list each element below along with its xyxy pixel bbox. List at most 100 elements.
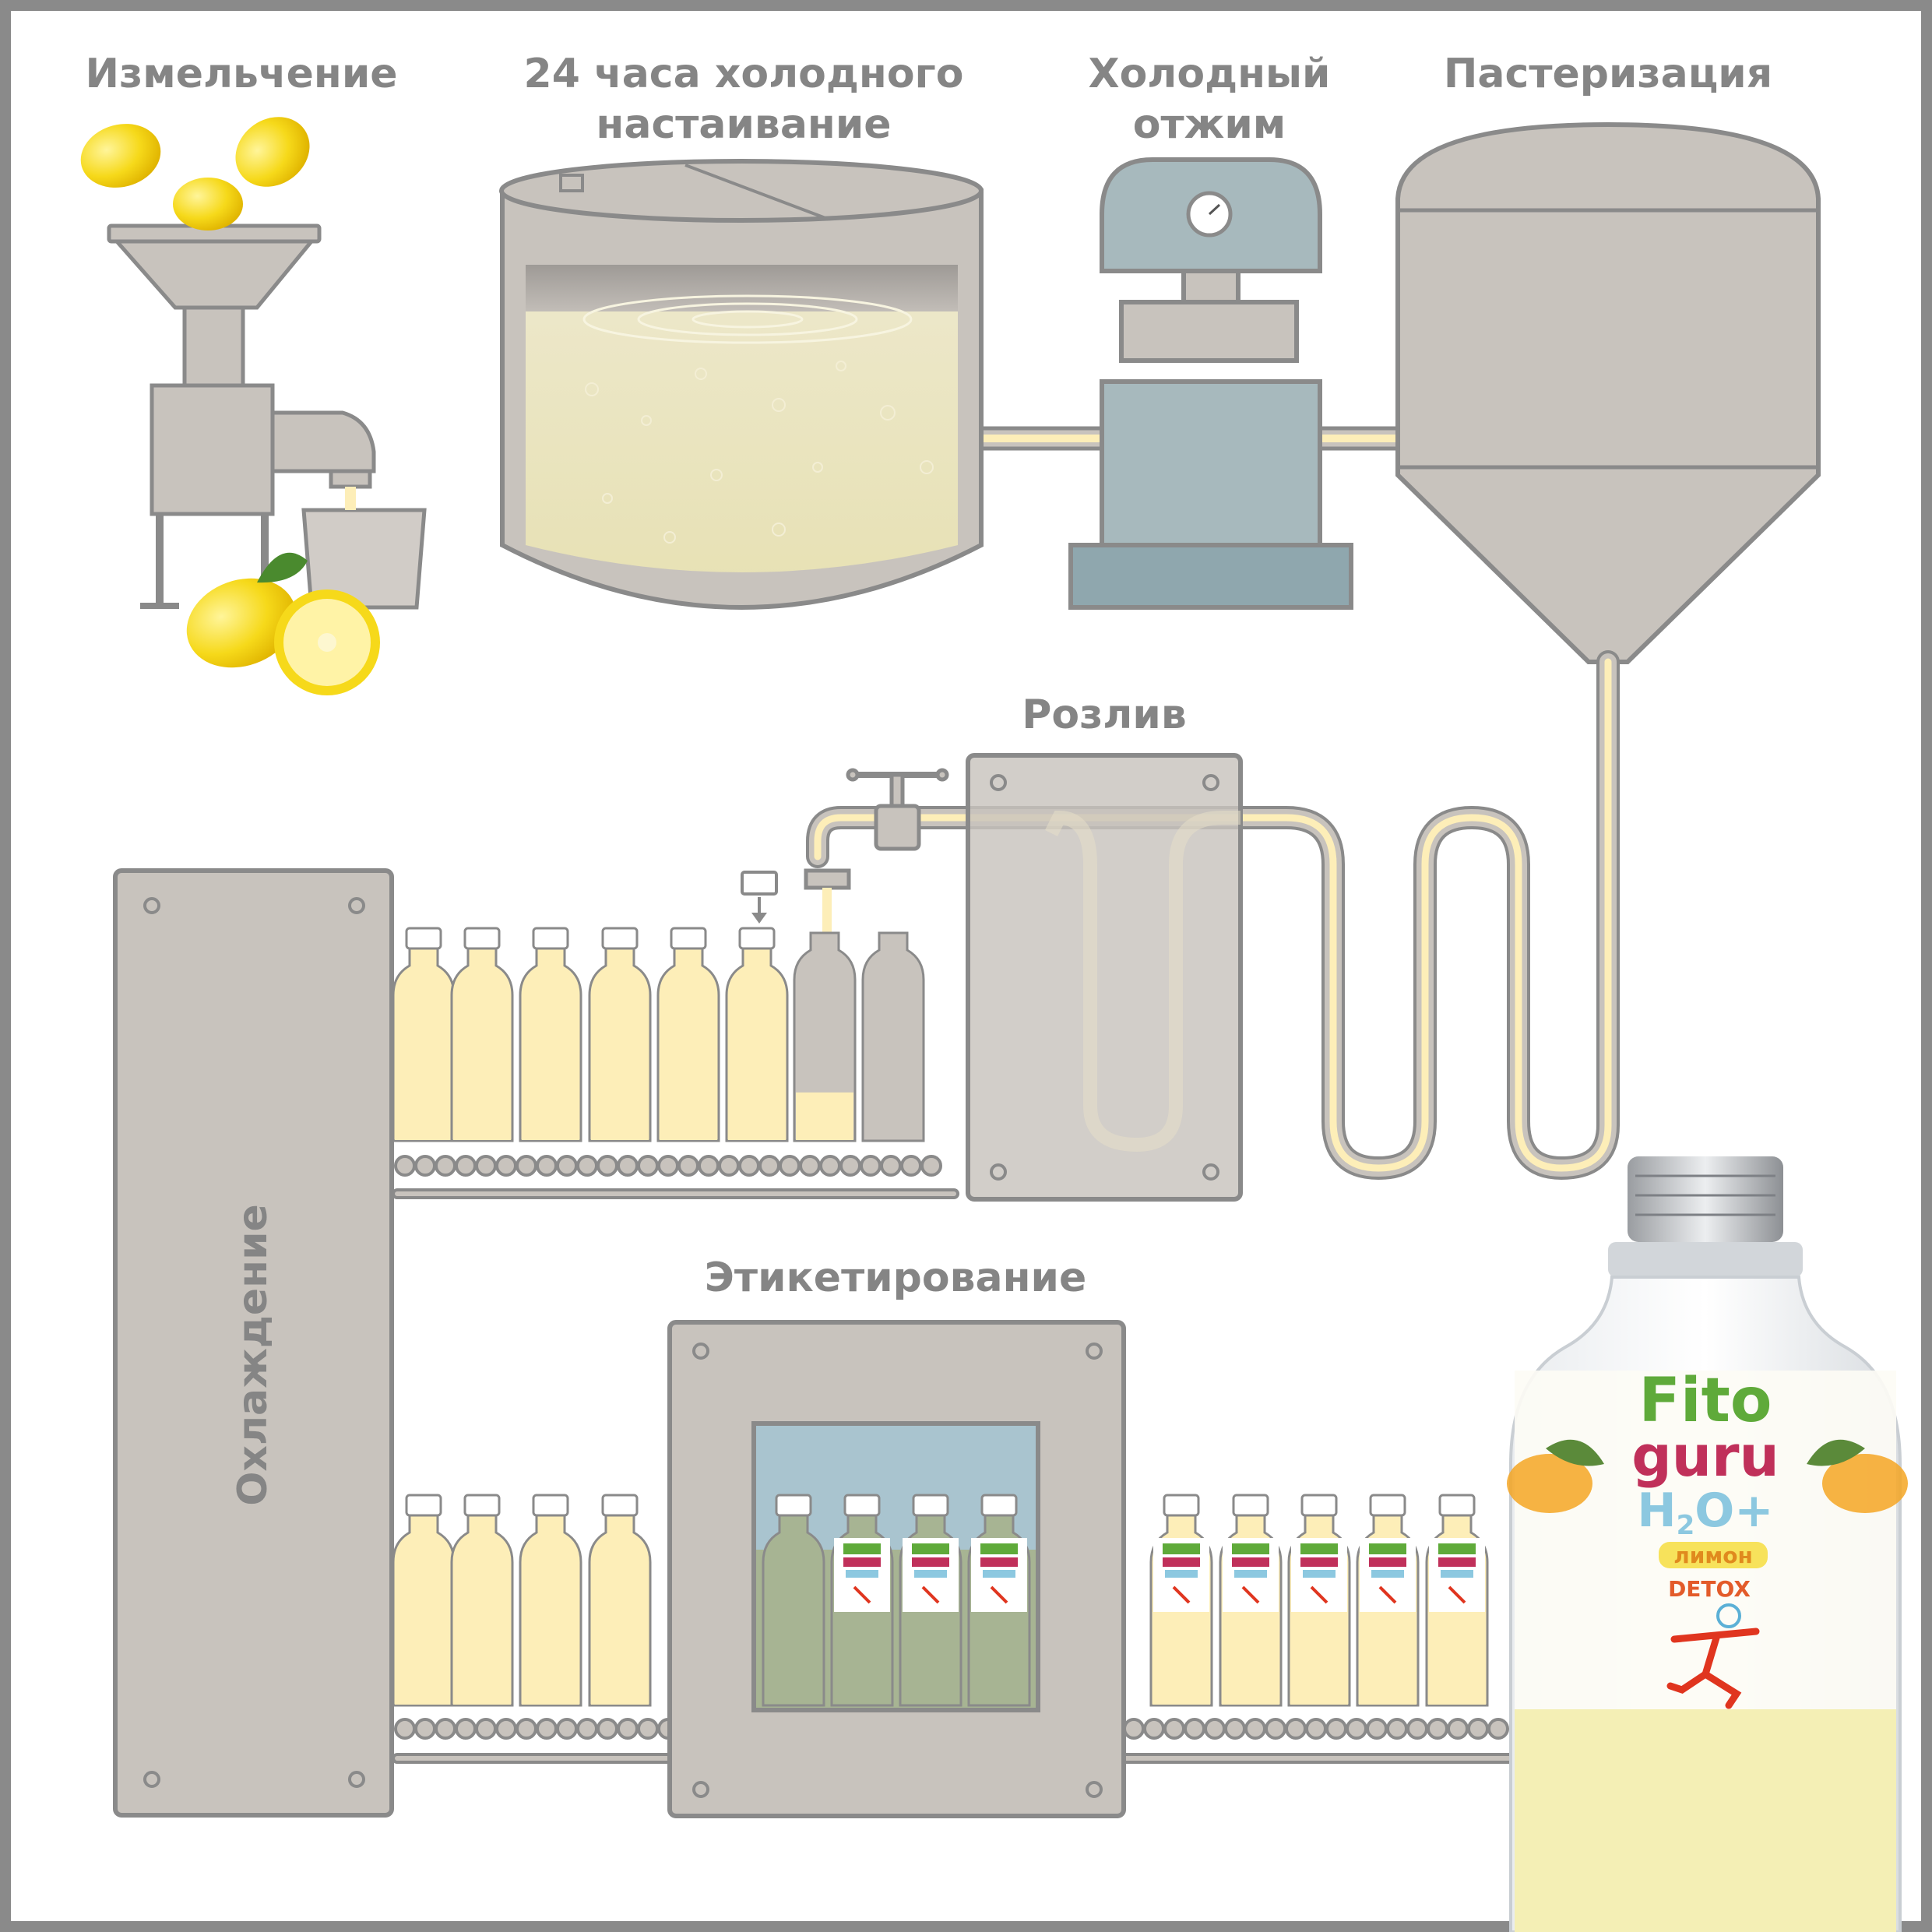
bottle-cap bbox=[1232, 1494, 1269, 1517]
conveyor-roller bbox=[1325, 1718, 1347, 1740]
bottle-label-sub bbox=[846, 1570, 878, 1578]
bottle-cap bbox=[980, 1494, 1018, 1517]
conveyor-roller bbox=[536, 1155, 558, 1177]
bottle-cap bbox=[532, 927, 569, 950]
bottle-row-in-labeler bbox=[762, 1494, 1031, 1707]
bottle bbox=[588, 1494, 652, 1707]
conveyor-roller bbox=[920, 1155, 942, 1177]
bottle-in-window bbox=[762, 1494, 825, 1707]
pressure-gauge-icon bbox=[1186, 191, 1233, 238]
bottle-juice bbox=[522, 999, 579, 1140]
bottle-label-figure bbox=[921, 1585, 940, 1604]
cooling-unit bbox=[113, 868, 394, 1818]
bottle-cap bbox=[912, 1494, 949, 1517]
bottle bbox=[450, 1494, 514, 1707]
bottle-cap bbox=[1438, 1494, 1476, 1517]
bottle-juice bbox=[395, 1566, 452, 1705]
bottle-label-sub bbox=[1165, 1570, 1198, 1578]
bottle-row-labeling bbox=[392, 1494, 1489, 1707]
conveyor-roller bbox=[475, 1155, 497, 1177]
bottle-cap bbox=[463, 1494, 501, 1517]
bottle-label-sub bbox=[1303, 1570, 1336, 1578]
bottle-cap bbox=[1163, 1494, 1200, 1517]
bottle-label-brand bbox=[1300, 1543, 1338, 1554]
conveyor-roller bbox=[799, 1155, 821, 1177]
bottle bbox=[392, 1494, 456, 1707]
conveyor-roller bbox=[617, 1155, 639, 1177]
bottle-cap bbox=[1369, 1494, 1406, 1517]
conveyor-roller bbox=[556, 1155, 578, 1177]
running-figure-icon bbox=[1666, 1603, 1760, 1709]
bottle-cap bbox=[405, 1494, 442, 1517]
conveyor-roller bbox=[516, 1155, 537, 1177]
conveyor-roller bbox=[536, 1718, 558, 1740]
bottle-label-brand2 bbox=[1369, 1557, 1406, 1567]
conveyor-roller bbox=[1244, 1718, 1266, 1740]
conveyor-roller bbox=[839, 1155, 861, 1177]
conveyor-roller bbox=[819, 1155, 841, 1177]
bottle-juice bbox=[591, 999, 649, 1140]
conveyor-roller bbox=[576, 1155, 598, 1177]
lemon-icon bbox=[80, 117, 380, 695]
bottle-juice bbox=[522, 1566, 579, 1705]
conveyor-filling bbox=[392, 1155, 959, 1199]
bottle-label-brand bbox=[843, 1543, 881, 1554]
cap-icon bbox=[741, 871, 778, 924]
conveyor-roller bbox=[860, 1155, 882, 1177]
conveyor-roller bbox=[455, 1155, 477, 1177]
bottle-juice bbox=[660, 999, 717, 1140]
bottle-label-figure bbox=[990, 1585, 1008, 1604]
bottle bbox=[1219, 1494, 1283, 1707]
conveyor-roller bbox=[637, 1718, 659, 1740]
bottle-label-brand2 bbox=[1232, 1557, 1269, 1567]
bottle-label-brand2 bbox=[980, 1557, 1018, 1567]
conveyor-roller bbox=[779, 1155, 801, 1177]
conveyor-roller bbox=[1366, 1718, 1388, 1740]
brand-name-line2: guru bbox=[1631, 1423, 1779, 1489]
brand-name-line1: Fito bbox=[1639, 1366, 1772, 1436]
conveyor-roller bbox=[1163, 1718, 1185, 1740]
conveyor-roller bbox=[435, 1155, 456, 1177]
conveyor-roller bbox=[1224, 1718, 1246, 1740]
step-label-infusion-line1: 24 часа холодного bbox=[524, 51, 964, 97]
bottle bbox=[967, 1494, 1031, 1707]
conveyor-roller bbox=[1204, 1718, 1226, 1740]
conveyor-roller bbox=[1305, 1718, 1327, 1740]
conveyor-roller bbox=[576, 1718, 598, 1740]
bottle-juice bbox=[453, 999, 511, 1140]
bottle-label-sub bbox=[983, 1570, 1015, 1578]
conveyor-roller bbox=[1184, 1718, 1205, 1740]
bottle bbox=[725, 927, 789, 1142]
conveyor-roller bbox=[1285, 1718, 1307, 1740]
conveyor-roller bbox=[455, 1718, 477, 1740]
bottle-label-brand2 bbox=[1438, 1557, 1476, 1567]
conveyor-roller bbox=[1386, 1718, 1408, 1740]
bottle bbox=[1287, 1494, 1351, 1707]
conveyor-roller bbox=[516, 1718, 537, 1740]
infusion-tank bbox=[499, 159, 984, 610]
step-label-press-line2: отжим bbox=[1133, 101, 1286, 148]
bottle-cap bbox=[670, 927, 707, 950]
bottle-cap bbox=[532, 1494, 569, 1517]
conveyor-roller bbox=[1447, 1718, 1469, 1740]
conveyor-roller bbox=[435, 1718, 456, 1740]
bottle-body bbox=[861, 931, 925, 1142]
bottle bbox=[519, 1494, 582, 1707]
bottle-juice bbox=[453, 1566, 511, 1705]
crusher-machine bbox=[107, 223, 427, 610]
bottle bbox=[1425, 1494, 1489, 1707]
pasteurizer-tank bbox=[1395, 121, 1821, 664]
bottle-label-brand2 bbox=[912, 1557, 949, 1567]
bottle-in-window bbox=[830, 1494, 894, 1707]
bottle bbox=[861, 931, 925, 1142]
bottle-label-brand bbox=[980, 1543, 1018, 1554]
step-label-crushing: Измельчение bbox=[85, 51, 397, 97]
pipe-press-to-pasteurizer bbox=[1316, 426, 1406, 451]
valve-handle-icon[interactable] bbox=[846, 768, 949, 851]
bottle-label-brand2 bbox=[1163, 1557, 1200, 1567]
bottle-label-figure bbox=[1448, 1585, 1466, 1604]
bottle-cap bbox=[775, 1494, 812, 1517]
conveyor-roller bbox=[475, 1718, 497, 1740]
